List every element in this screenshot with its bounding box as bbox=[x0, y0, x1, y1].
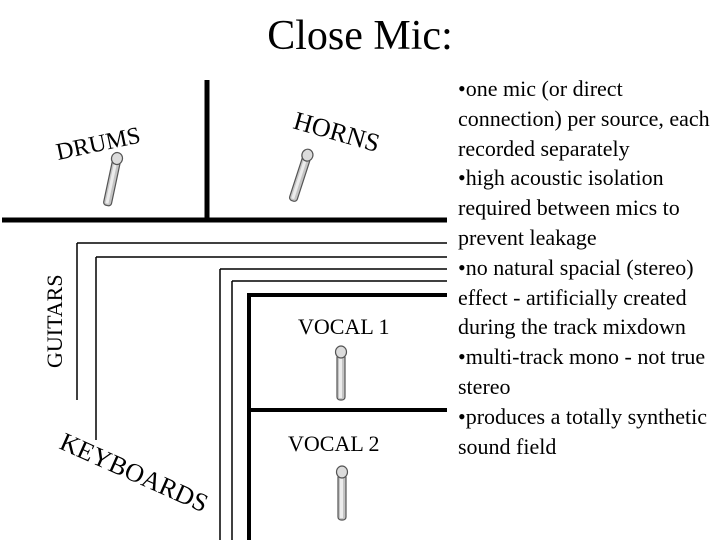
bullet-item: •one mic (or direct connection) per sour… bbox=[458, 76, 710, 161]
drums-label: DRUMS bbox=[54, 123, 143, 166]
guitars-label: GUITARS bbox=[42, 274, 67, 368]
microphone-icon bbox=[335, 465, 349, 521]
bullet-item: •produces a totally synthetic sound fiel… bbox=[458, 403, 708, 459]
keyboards-label: KEYBOARDS bbox=[56, 427, 213, 518]
bullet-item: •multi-track mono - not true stereo bbox=[458, 344, 706, 399]
vocal2-label: VOCAL 2 bbox=[288, 431, 379, 456]
bullet-list: •one mic (or direct connection) per sour… bbox=[458, 74, 720, 461]
microphone-icon bbox=[101, 150, 125, 208]
slide-title: Close Mic: bbox=[267, 13, 453, 59]
microphone-icon bbox=[334, 345, 348, 401]
microphone-icon bbox=[286, 147, 316, 204]
vocal1-label: VOCAL 1 bbox=[298, 314, 389, 339]
bullet-item: •high acoustic isolation required betwee… bbox=[458, 165, 680, 250]
bullet-item: •no natural spacial (stereo) effect - ar… bbox=[458, 254, 694, 340]
